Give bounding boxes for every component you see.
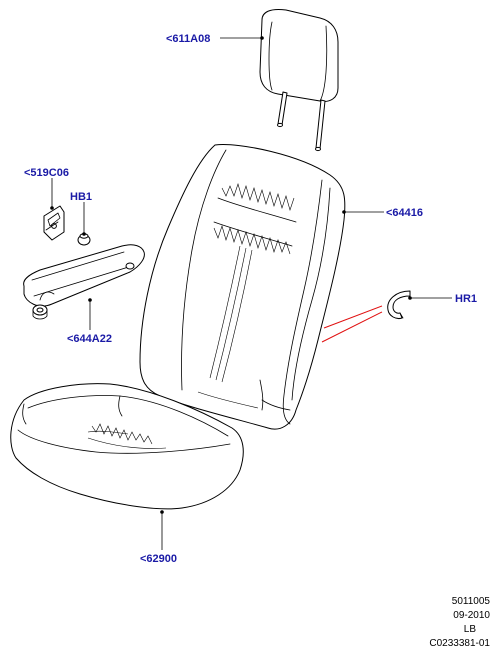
seat-back: [139, 144, 346, 430]
stamp-side: LB: [463, 624, 476, 635]
hook-ring: [387, 290, 411, 319]
callout-leaders: [50, 36, 452, 550]
hook-pointer-lower: [321, 311, 383, 343]
callout-trim-clip: <519C06: [24, 167, 69, 179]
callout-backrest: <64416: [386, 207, 423, 219]
trim-clip: [43, 205, 65, 241]
stamp-code: 5011005: [451, 596, 490, 607]
callout-armrest: <644A22: [67, 333, 112, 345]
callout-cushion: <62900: [140, 553, 177, 565]
hook-pointer-upper: [323, 305, 383, 329]
callout-hook-ring: HR1: [455, 293, 477, 305]
callout-headrest: <611A08: [166, 33, 210, 45]
reference-stamp: 5011005 09-2010 LB C0233381-01: [370, 595, 490, 651]
seat-cushion: [10, 383, 244, 510]
callout-bolt: HB1: [70, 191, 92, 203]
headrest: [259, 9, 339, 152]
stamp-ref: C0233381-01: [429, 638, 490, 649]
stamp-date: 09-2010: [453, 610, 490, 621]
armrest: [23, 244, 145, 320]
